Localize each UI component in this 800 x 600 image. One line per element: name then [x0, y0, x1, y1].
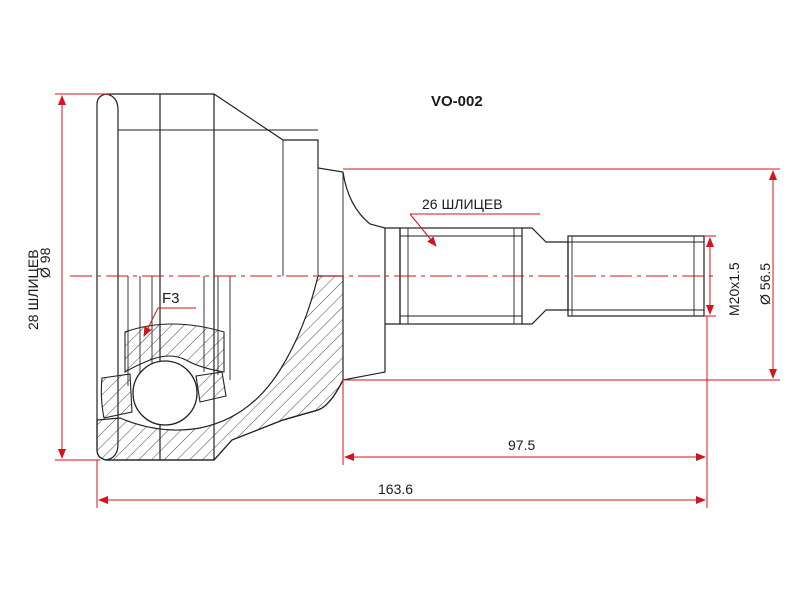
cage-section-right — [195, 371, 227, 403]
shaft-length-label: 97.5 — [508, 437, 535, 453]
cage-section — [100, 373, 133, 419]
outer-diameter-label: Ø 98 — [37, 247, 53, 278]
part-number-title: VO-002 — [431, 93, 483, 110]
inner-splines-label: 26 ШЛИЦЕВ — [422, 196, 503, 212]
ball — [132, 360, 198, 426]
hatched-section — [96, 275, 344, 461]
shaft-diameter-label: Ø 56.5 — [757, 263, 773, 305]
dimension-lines — [55, 93, 780, 508]
feature-label: F3 — [162, 290, 180, 307]
total-length-label: 163.6 — [378, 481, 413, 497]
outer-splines-label: 28 ШЛИЦЕВ — [25, 249, 41, 330]
thread-label: M20x1.5 — [726, 262, 742, 316]
